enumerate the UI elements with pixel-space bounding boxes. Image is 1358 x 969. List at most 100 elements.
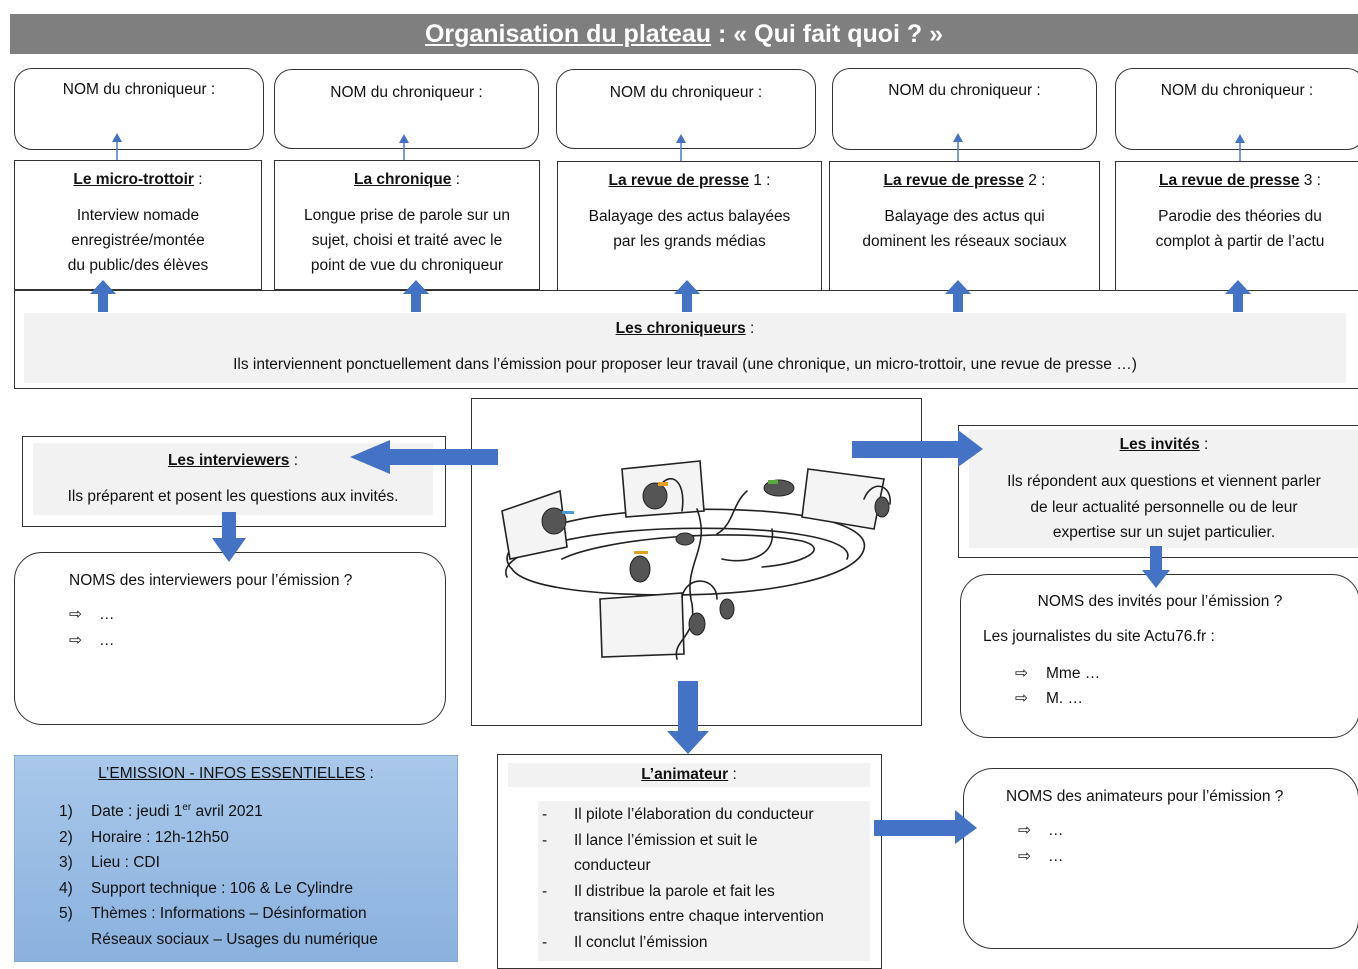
chroniqueurs-title: Les chroniqueurs [615, 320, 746, 337]
card-line: complot à partir de l’actu [1155, 233, 1325, 250]
name-box-5[interactable]: NOM du chroniqueur : [1115, 68, 1358, 150]
animateur-item: -Il conclut l’émission [542, 933, 708, 951]
animateur-name-item: ⇨… [1018, 818, 1358, 844]
arrow-right-invites [852, 430, 983, 467]
item-num: 4) [59, 879, 73, 897]
card-title-suffix: 1 : [748, 172, 771, 189]
name-label: NOM du chroniqueur : [62, 81, 216, 98]
interviewer-item: ⇨… [69, 628, 445, 654]
card-line: Balayage des actus qui [884, 208, 1045, 225]
name-label: NOM du chroniqueur : [330, 84, 483, 101]
card-title: La chronique [354, 171, 452, 188]
emission-item-lieu: 3) Lieu : CDI [59, 850, 457, 876]
item-text-line2: Réseaux sociaux – Usages du numérique [91, 930, 378, 948]
card-title: Le micro-trottoir [73, 171, 194, 188]
card-micro-trottoir: Le micro-trottoir : Interview nomade enr… [14, 160, 262, 290]
name-box-3[interactable]: NOM du chroniqueur : [556, 69, 816, 149]
animateur-item-text: Il distribue la parole et fait les [574, 882, 775, 900]
card-line: point de vue du chroniqueur [310, 257, 504, 274]
invites-title-suffix: : [1199, 436, 1209, 453]
arrow-bullet-icon: ⇨ [1018, 822, 1031, 839]
arrow-down-animateur [667, 681, 709, 754]
item-num: 1) [59, 803, 73, 821]
chroniqueurs-text: Ils interviennent ponctuellement dans l’… [233, 356, 1137, 373]
arrow-right-animateurs [874, 810, 977, 844]
invites-line: de leur actualité personnelle ou de leur [1030, 498, 1298, 516]
studio-illustration-frame [471, 398, 922, 726]
card-line: dominent les réseaux sociaux [862, 233, 1067, 250]
emission-item-support: 4) Support technique : 106 & Le Cylindre [59, 876, 457, 902]
item-sup: er [182, 802, 192, 813]
invites-line: expertise sur un sujet particulier. [1052, 524, 1276, 541]
card-title: La revue de presse [883, 172, 1024, 189]
title-rest: : « Qui fait quoi ? » [711, 20, 944, 48]
animateur-item-text: transitions entre chaque intervention [574, 908, 824, 925]
arrow-bullet-icon: ⇨ [1015, 690, 1028, 707]
item-text: Date : jeudi 1 [91, 803, 183, 821]
item-text: Support technique : 106 & Le Cylindre [91, 879, 353, 897]
arrow-down-interviewers [212, 512, 246, 562]
arrow-left-interviewers [350, 440, 498, 474]
card-revue-3: La revue de presse 3 : Parodie des théor… [1115, 161, 1358, 293]
animateur-name-item: ⇨… [1018, 844, 1358, 870]
invite-value: M. … [1046, 690, 1084, 707]
card-title: La revue de presse [608, 172, 749, 189]
card-title-suffix: 3 : [1299, 172, 1321, 189]
interviewers-title-suffix: : [289, 452, 299, 469]
interviewer-value: … [99, 632, 115, 649]
chroniqueurs-title-suffix: : [745, 320, 755, 337]
card-title-suffix: : [193, 171, 203, 188]
card-revue-2: La revue de presse 2 : Balayage des actu… [829, 161, 1100, 291]
animateur-name-value: … [1048, 848, 1064, 865]
invites-title: Les invités [1119, 436, 1200, 453]
arrow-down-invites [1142, 546, 1170, 588]
card-line: Balayage des actus balayées [588, 208, 791, 225]
animateur-item-text: Il lance l’émission et suit le [574, 831, 758, 849]
card-chronique: La chronique : Longue prise de parole su… [274, 160, 540, 290]
title-underlined: Organisation du plateau [424, 20, 712, 48]
name-box-4[interactable]: NOM du chroniqueur : [832, 68, 1097, 150]
arrow-bullet-icon: ⇨ [69, 632, 82, 649]
invite-item: ⇨ Mme … [1015, 661, 1358, 686]
animateurs-names-box[interactable]: NOMS des animateurs pour l’émission ? ⇨…… [963, 768, 1358, 949]
emission-item-horaire: 2)Horaire : 12h-12h50 [59, 825, 457, 851]
interviewer-item: ⇨… [69, 602, 445, 628]
page-title: Organisation du plateau : « Qui fait quo… [10, 14, 1358, 54]
interviewer-value: … [99, 606, 115, 623]
emission-item-themes: 5)Thèmes : Informations – Désinformation… [59, 901, 457, 952]
name-box-2[interactable]: NOM du chroniqueur : [274, 69, 539, 149]
interviewers-names-box[interactable]: NOMS des interviewers pour l’émission ? … [14, 552, 446, 725]
card-title: La revue de presse [1159, 172, 1300, 189]
card-line: Longue prise de parole sur un [304, 207, 510, 224]
arrow-bullet-icon: ⇨ [69, 606, 82, 623]
item-text: Lieu : CDI [91, 854, 160, 872]
animateur-title: L’animateur [641, 766, 729, 783]
invite-value: Mme … [1046, 665, 1101, 682]
animateur-name-value: … [1048, 822, 1064, 839]
name-box-1[interactable]: NOM du chroniqueur : [14, 68, 264, 150]
chroniqueurs-band: Les chroniqueurs : Ils interviennent pon… [24, 313, 1346, 383]
animateurs-names-title: NOMS des animateurs pour l’émission ? [1006, 788, 1284, 805]
interviewers-title: Les interviewers [167, 452, 290, 469]
invites-names-title: NOMS des invités pour l’émission ? [1037, 593, 1283, 610]
emission-item-date: 1) Date : jeudi 1er avril 2021 [59, 795, 457, 825]
invites-names-box[interactable]: NOMS des invités pour l’émission ? Les j… [960, 574, 1358, 738]
card-title-suffix: 2 : [1023, 172, 1046, 189]
invites-subtitle: Les journalistes du site Actu76.fr : [983, 628, 1215, 645]
card-revue-1: La revue de presse 1 : Balayage des actu… [557, 161, 822, 291]
arrow-bullet-icon: ⇨ [1015, 665, 1028, 682]
item-num: 5) [59, 905, 73, 923]
emission-title: L’EMISSION - INFOS ESSENTIELLES [98, 765, 366, 782]
invites-line: Ils répondent aux questions et viennent … [1007, 473, 1321, 490]
invites-panel: Les invités : Ils répondent aux question… [958, 425, 1358, 558]
card-line: Interview nomade [76, 207, 200, 224]
animateur-item-text: Il pilote l’élaboration du conducteur [574, 806, 814, 823]
item-text-post: avril 2021 [191, 803, 263, 821]
studio-table-icon [501, 460, 891, 660]
item-num: 3) [59, 854, 73, 872]
name-label: NOM du chroniqueur : [888, 82, 1041, 99]
